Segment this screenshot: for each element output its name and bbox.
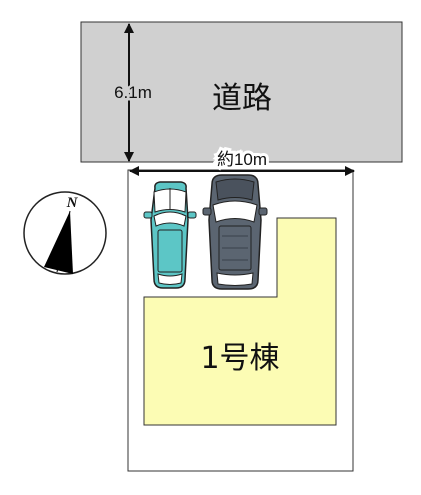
car-grey-rear-window	[216, 272, 254, 286]
car-teal-mirror-left	[143, 211, 153, 219]
building-label: 1号棟	[200, 341, 279, 376]
car-grey-mirror-right	[258, 207, 268, 216]
frontage-label: 約10m	[217, 150, 267, 169]
car-grey-hood	[215, 178, 255, 201]
road-width-label: 6.1m	[114, 83, 152, 102]
car-grey-mirror-left	[202, 207, 212, 216]
compass-needle-icon	[44, 211, 73, 274]
road-label: 道路	[212, 81, 272, 116]
car-teal-windshield	[153, 211, 187, 227]
car-grey	[202, 174, 268, 290]
car-teal-rear-window	[157, 273, 183, 285]
car-teal	[143, 181, 197, 289]
road-area	[80, 21, 403, 163]
car-teal-mirror-right	[187, 211, 197, 219]
compass-north-label: N	[66, 195, 79, 211]
north-compass: N	[23, 191, 107, 275]
car-teal-roof	[157, 229, 183, 273]
building-footprint	[143, 217, 337, 426]
car-grey-windshield	[212, 200, 258, 223]
